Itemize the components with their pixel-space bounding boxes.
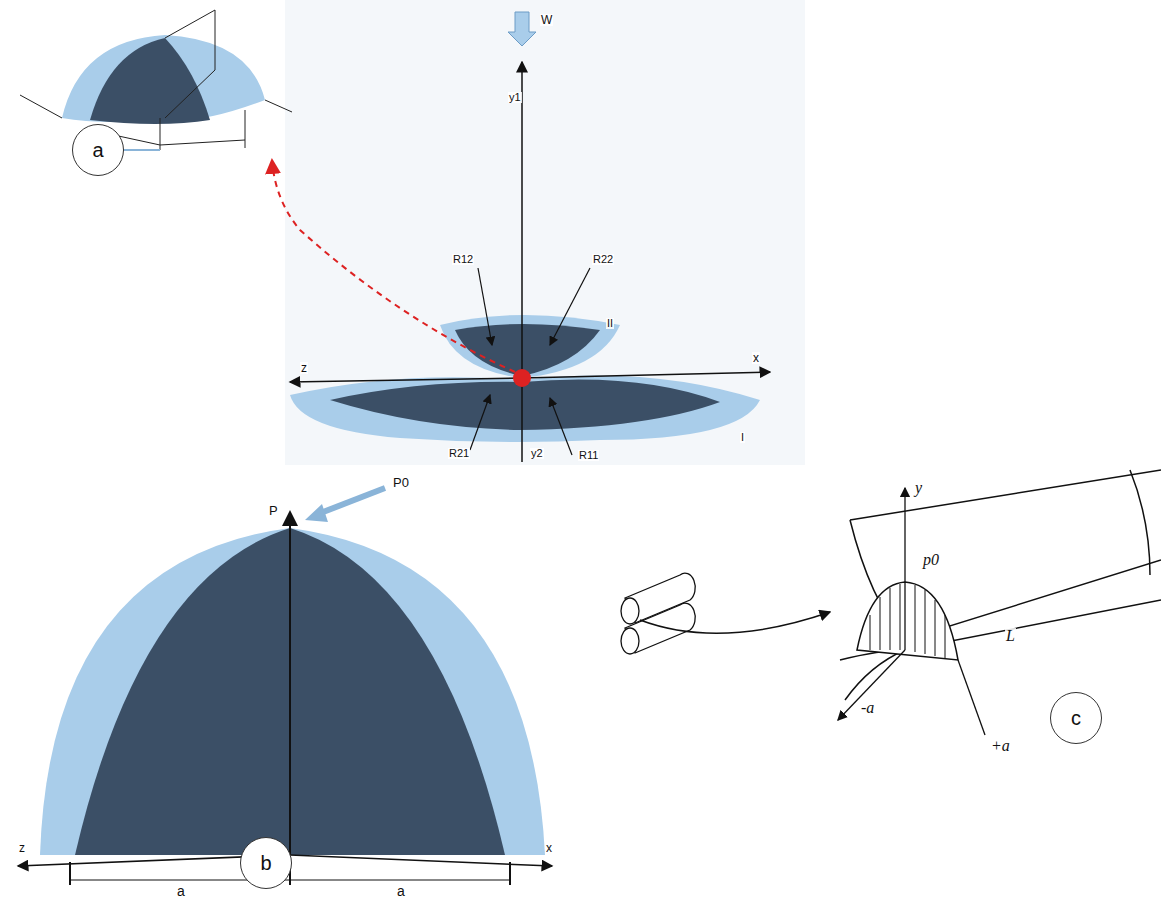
load-label: W xyxy=(540,14,553,26)
axis-label: x xyxy=(545,842,553,854)
axis-label: y1 xyxy=(508,92,522,103)
dimension-label: +a xyxy=(990,738,1011,754)
panel-letter: b xyxy=(260,852,271,875)
pressure-label: P xyxy=(268,504,279,517)
dimension-label: -a xyxy=(860,700,875,716)
radius-label: R11 xyxy=(578,450,599,461)
axis-label: x xyxy=(752,352,760,364)
axis-label: z xyxy=(300,362,308,374)
panel-letter-circle: a xyxy=(72,124,124,176)
dimension-label: a xyxy=(176,884,186,898)
panel-letter-circle: c xyxy=(1050,692,1102,744)
body-label: I xyxy=(740,432,745,443)
radius-label: R22 xyxy=(592,254,614,265)
panel-letter: c xyxy=(1071,707,1081,730)
axis-label: y2 xyxy=(530,448,544,459)
panel-letter-circle: b xyxy=(240,837,292,889)
pressure-label: p0 xyxy=(922,552,940,568)
length-label: L xyxy=(1005,628,1016,644)
radius-label: R21 xyxy=(448,448,470,459)
body-label: II xyxy=(606,318,614,329)
force-label: P0 xyxy=(392,476,410,489)
dimension-label: a xyxy=(396,884,406,898)
axis-label: z xyxy=(18,842,26,854)
axis-label: y xyxy=(914,480,923,496)
panel-letter: a xyxy=(92,139,103,162)
radius-label: R12 xyxy=(452,254,474,265)
